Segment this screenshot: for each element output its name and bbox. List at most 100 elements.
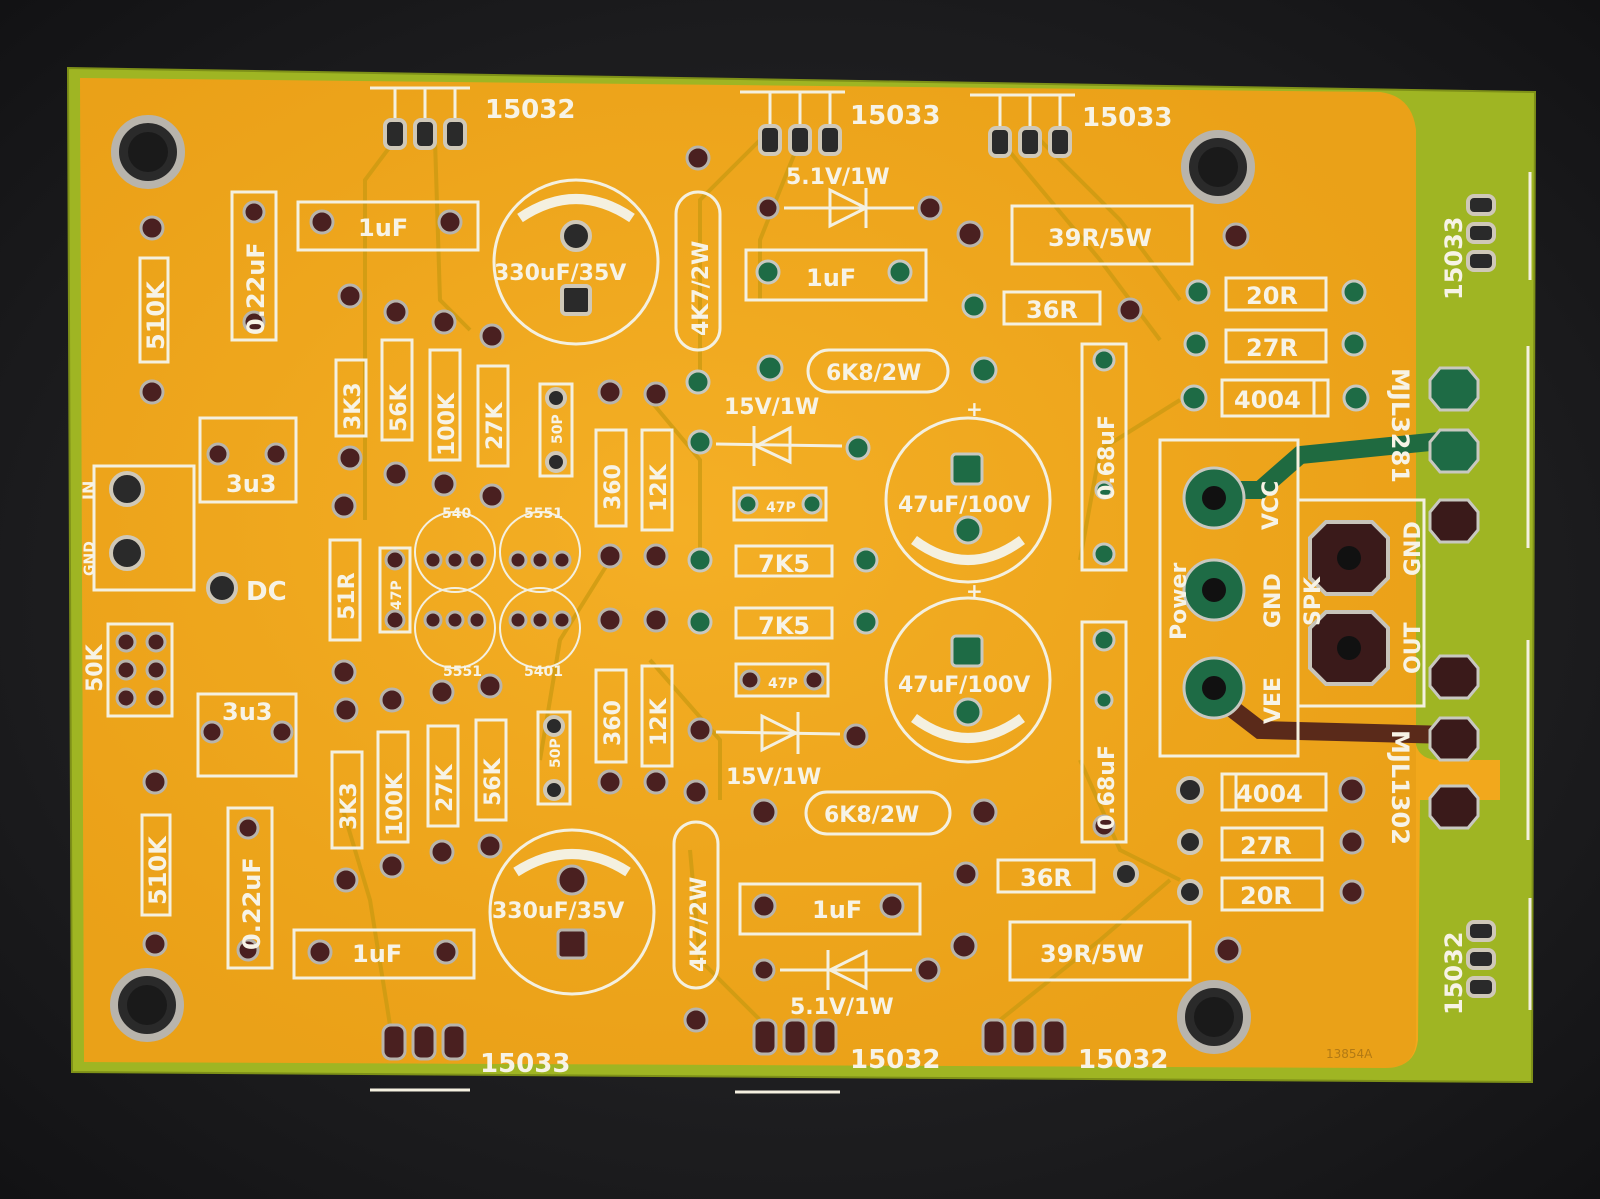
label-360-bottom: 360 — [601, 700, 626, 746]
cap-022uf-top: 0.22uF — [230, 190, 278, 342]
label-7k5-bottom: 7K5 — [758, 612, 810, 640]
label-47p-bottom: 47P — [768, 676, 798, 692]
label-12k-bottom: 12K — [647, 697, 672, 746]
label-1uf-top-left: 1uF — [358, 214, 408, 242]
label-dc: DC — [246, 577, 287, 607]
label-mjl3281: MJL3281 — [1386, 368, 1414, 483]
resistor-4k7-top: 4K7/2W — [674, 145, 722, 395]
label-4004-bottom: 4004 — [1236, 780, 1303, 808]
q-header-top-15032: 15032 — [370, 86, 575, 150]
cap-330uf-bottom: 330uF/35V — [488, 828, 656, 996]
label-15v-bottom: 15V/1W — [726, 765, 821, 790]
label-vee: VEE — [1261, 677, 1286, 724]
label-gnd-power: GND — [1261, 573, 1286, 628]
label-068uf-bottom: 0.68uF — [1095, 745, 1120, 830]
label-27k-bottom: 27K — [433, 763, 458, 812]
resistor-27k-bottom: 27K — [426, 679, 460, 865]
label-spk: SPK — [1301, 576, 1326, 626]
label-4004-top: 4004 — [1234, 386, 1301, 414]
label-50k: 50K — [83, 643, 108, 692]
cap-022uf-bottom: 0.22uF — [226, 806, 274, 970]
label-20r-bottom: 20R — [1240, 882, 1292, 910]
zener-15v-top: 15V/1W — [687, 395, 871, 466]
resistor-27r-bottom: 27R — [1177, 826, 1365, 862]
label-50p-top: 50P — [550, 414, 566, 444]
resistor-100k-bottom: 100K — [376, 687, 410, 879]
label-15032-right: 15032 — [1440, 932, 1468, 1016]
label-spk-out: OUT — [1401, 622, 1426, 674]
mounting-hole-top-right — [1181, 130, 1255, 204]
label-12k-top: 12K — [647, 463, 672, 512]
power-connector: Power VCC GND VEE — [1158, 438, 1300, 758]
label-15v-top: 15V/1W — [724, 395, 819, 420]
label-15033-top-a: 15033 — [850, 101, 940, 131]
pot-50k: 50K — [83, 622, 174, 718]
transistor-5401: 5401 — [499, 587, 581, 680]
label-1uf-bottom-mid: 1uF — [812, 896, 862, 924]
q-header-right-15033: 15033 — [1440, 172, 1532, 301]
transistor-5551-b: 5551 — [414, 587, 496, 680]
mounting-hole-top-left — [111, 115, 185, 189]
resistor-510k-top: 510K — [138, 215, 170, 405]
label-3u3-bottom: 3u3 — [222, 698, 272, 726]
label-36r-top: 36R — [1026, 296, 1078, 324]
label-4k7-top: 4K7/2W — [689, 241, 714, 336]
speaker-connector: SPK GND OUT — [1296, 498, 1426, 708]
resistor-6k8-top: 6K8/2W — [756, 348, 998, 394]
label-vcc: VCC — [1259, 481, 1284, 530]
resistor-510k-bottom: 510K — [140, 769, 172, 957]
transistor-5551: 5551 — [499, 506, 581, 593]
label-47p-top: 47P — [766, 500, 796, 516]
resistor-7k5-bottom: 7K5 — [687, 606, 879, 640]
label-1uf-bottom-left: 1uF — [352, 940, 402, 968]
label-540: 540 — [442, 506, 471, 522]
label-3u3-top: 3u3 — [226, 470, 276, 498]
label-068uf-top: 0.68uF — [1095, 415, 1120, 500]
label-47p-left: 47P — [389, 580, 405, 610]
cap-1uf-top-left: 1uF — [296, 200, 480, 252]
label-6k8-top: 6K8/2W — [826, 361, 921, 386]
resistor-360-top: 360 — [594, 379, 628, 569]
label-1uf-top-mid: 1uF — [806, 264, 856, 292]
transistor-540: 540 — [414, 506, 496, 593]
input-connector: IN GND — [79, 464, 196, 592]
inductor-3u3-bottom: 3u3 — [196, 692, 298, 778]
label-510k-bottom: 510K — [144, 835, 172, 905]
label-15033-top-b: 15033 — [1082, 103, 1172, 133]
label-100k-bottom: 100K — [383, 772, 408, 836]
resistor-3k3-bottom: 3K3 — [330, 697, 364, 893]
q-header-bottom-15032-a: 15032 — [735, 1018, 940, 1094]
label-7k5-top: 7K5 — [758, 550, 810, 578]
label-27r-bottom: 27R — [1240, 832, 1292, 860]
resistor-3k3-top: 3K3 — [334, 283, 368, 471]
zener-51v-bottom: 5.1V/1W — [752, 949, 941, 1020]
resistor-7k5-top: 7K5 — [687, 544, 879, 578]
output-transistor-mjl1302: MJL1302 — [1386, 640, 1530, 845]
cap-47p-left: 47P — [378, 546, 412, 634]
label-330uf-bottom: 330uF/35V — [492, 899, 624, 924]
resistor-39r-bottom: 39R/5W — [950, 920, 1242, 982]
resistor-27k-top: 27K — [476, 323, 510, 509]
cap-47uf-top: + 47uF/100V — [884, 397, 1052, 584]
mounting-hole-bottom-right — [1177, 980, 1251, 1054]
cap-47p-bottom: 47P — [734, 662, 830, 698]
resistor-20r-top: 20R — [1185, 276, 1367, 312]
label-mjl1302: MJL1302 — [1386, 730, 1414, 845]
label-022uf-top: 0.22uF — [242, 242, 270, 335]
label-47uf-top: 47uF/100V — [898, 493, 1030, 518]
label-36r-bottom: 36R — [1020, 864, 1072, 892]
label-15033-right: 15033 — [1440, 217, 1468, 301]
resistor-51r: 51R — [328, 493, 362, 685]
label-15032-top: 15032 — [485, 95, 575, 125]
resistor-20r-bottom: 20R — [1177, 876, 1365, 912]
label-27k-top: 27K — [483, 401, 508, 450]
output-transistor-mjl3281: MJL3281 — [1386, 346, 1530, 548]
resistor-36r-top: 36R — [961, 290, 1143, 326]
cap-47uf-bottom: + 47uF/100V — [884, 579, 1052, 764]
label-39r-top: 39R/5W — [1048, 224, 1152, 252]
svg-text:+: + — [966, 397, 983, 421]
resistor-39r-top: 39R/5W — [956, 204, 1250, 266]
label-51v-bottom: 5.1V/1W — [790, 995, 894, 1020]
label-15032-bottom-b: 15032 — [1078, 1045, 1168, 1075]
